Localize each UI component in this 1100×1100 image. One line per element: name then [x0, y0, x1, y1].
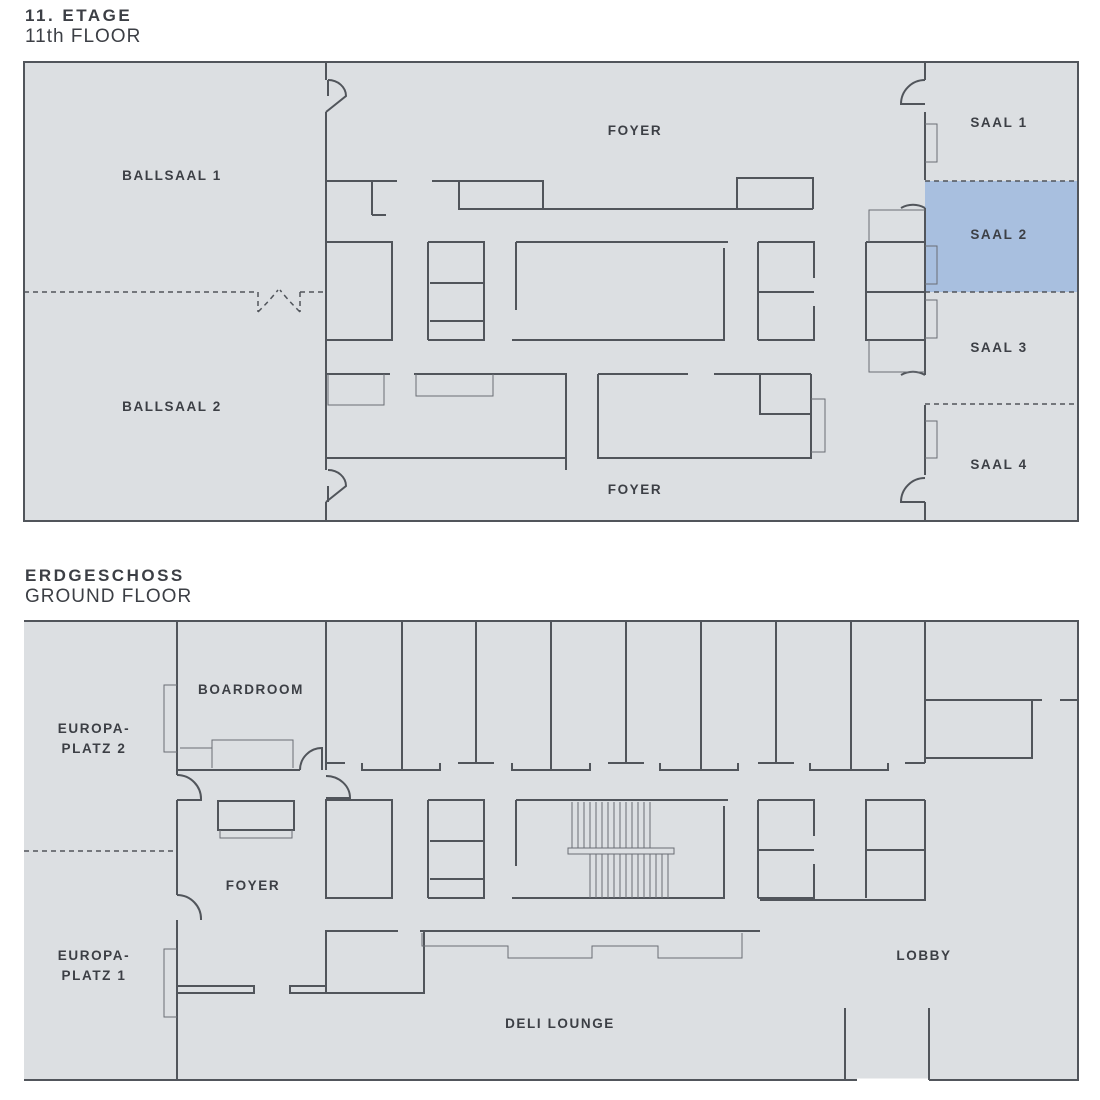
deli-lounge-label: DELI LOUNGE — [505, 1016, 615, 1031]
ballroom-door-bottom — [325, 469, 348, 503]
upper-floor-title-de: 11. ETAGE — [25, 6, 133, 25]
saal-doors — [899, 79, 926, 503]
saal-partitions — [925, 180, 1078, 405]
ballsaal-1-label: BALLSAAL 1 — [122, 168, 222, 183]
ground-foyer-label: FOYER — [226, 878, 281, 893]
ground-floor-title-en: GROUND FLOOR — [25, 586, 193, 607]
ballsaal-2-label: BALLSAAL 2 — [122, 399, 222, 414]
ground-floor-plan: BOARDROOM EUROPA- PLATZ 2 EUROPA- PLATZ … — [24, 620, 1079, 1082]
upper-floor-title-en: 11th FLOOR — [25, 26, 142, 47]
ballroom-door-top — [325, 79, 348, 113]
foyer-top-label: FOYER — [608, 123, 663, 138]
foyer-bottom-label: FOYER — [608, 482, 663, 497]
saal-2-label[interactable]: SAAL 2 — [970, 227, 1027, 242]
saal-3-label: SAAL 3 — [970, 340, 1027, 355]
boardroom-wall — [177, 621, 327, 771]
saal-4-label: SAAL 4 — [970, 457, 1027, 472]
staircase — [567, 802, 675, 898]
upper-floor-plan: BALLSAAL 1 BALLSAAL 2 FOYER FOYER SAAL 1… — [23, 61, 1079, 522]
europaplatz-1-label-line1: EUROPA- — [58, 948, 130, 963]
europaplatz-1-label-line2: PLATZ 1 — [62, 968, 127, 983]
boardroom-label: BOARDROOM — [198, 682, 304, 697]
saal-1-label: SAAL 1 — [970, 115, 1027, 130]
upper-floor-heading: 11. ETAGE 11th FLOOR — [25, 6, 141, 48]
ground-floor-title-de: ERDGESCHOSS — [25, 566, 185, 585]
ground-floor-heading: ERDGESCHOSS GROUND FLOOR — [25, 566, 192, 608]
europaplatz-2-label-line2: PLATZ 2 — [62, 741, 127, 756]
saal-2-highlight[interactable] — [925, 181, 1078, 292]
europaplatz-2-label-line1: EUROPA- — [58, 721, 130, 736]
lobby-label: LOBBY — [896, 948, 951, 963]
